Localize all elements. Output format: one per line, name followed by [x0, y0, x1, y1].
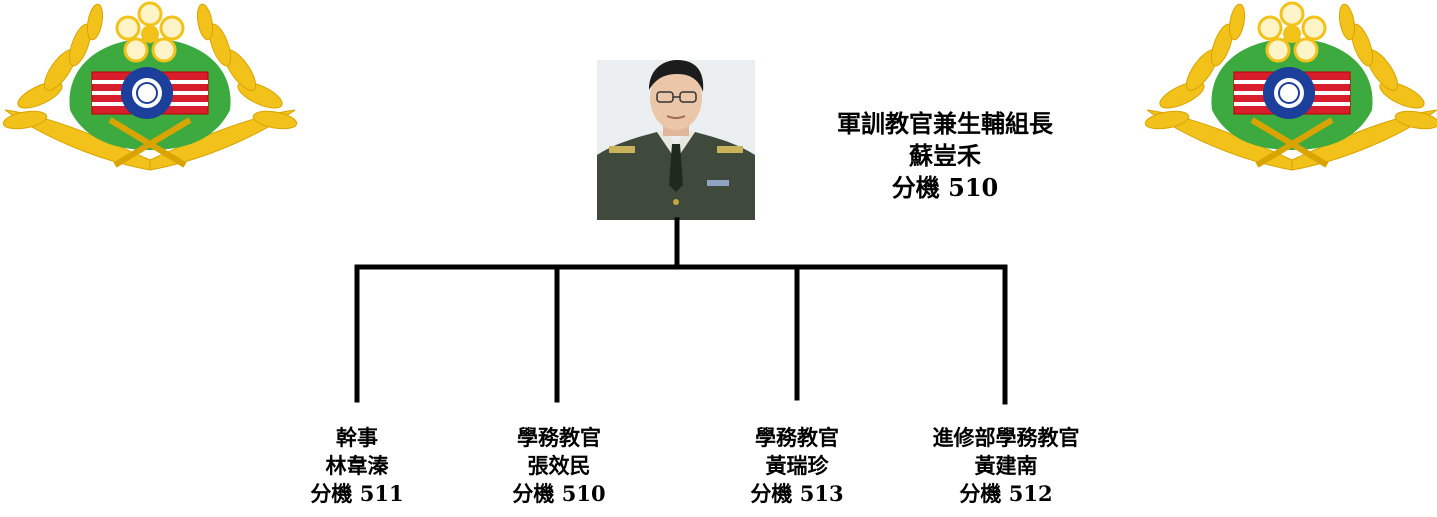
head-officer-name: 蘇豈禾: [909, 141, 981, 170]
member-card: 進修部學務教官 黃建南 分機 512: [896, 424, 1116, 508]
member-name: 黃瑞珍: [765, 453, 829, 478]
member-extension: 分機 513: [750, 481, 844, 506]
member-extension: 分機 510: [512, 481, 606, 506]
member-title: 學務教官: [755, 425, 839, 450]
member-extension: 分機 512: [959, 481, 1053, 506]
head-officer-card: 軍訓教官兼生輔組長 蘇豈禾 分機 510: [800, 108, 1090, 204]
member-title: 幹事: [336, 425, 378, 450]
officer-portrait: [597, 60, 755, 220]
member-title: 學務教官: [517, 425, 601, 450]
member-card: 幹事 林韋溱 分機 511: [247, 424, 467, 508]
member-name: 林韋溱: [325, 453, 389, 478]
head-officer-title: 軍訓教官兼生輔組長: [837, 109, 1053, 138]
military-emblem-icon: [2, 1, 298, 171]
member-name: 張效民: [527, 453, 591, 478]
member-title: 進修部學務教官: [932, 425, 1080, 450]
member-name: 黃建南: [974, 453, 1038, 478]
member-extension: 分機 511: [310, 481, 404, 506]
head-officer-extension: 分機 510: [891, 173, 999, 202]
member-card: 學務教官 張效民 分機 510: [449, 424, 669, 508]
member-card: 學務教官 黃瑞珍 分機 513: [687, 424, 907, 508]
